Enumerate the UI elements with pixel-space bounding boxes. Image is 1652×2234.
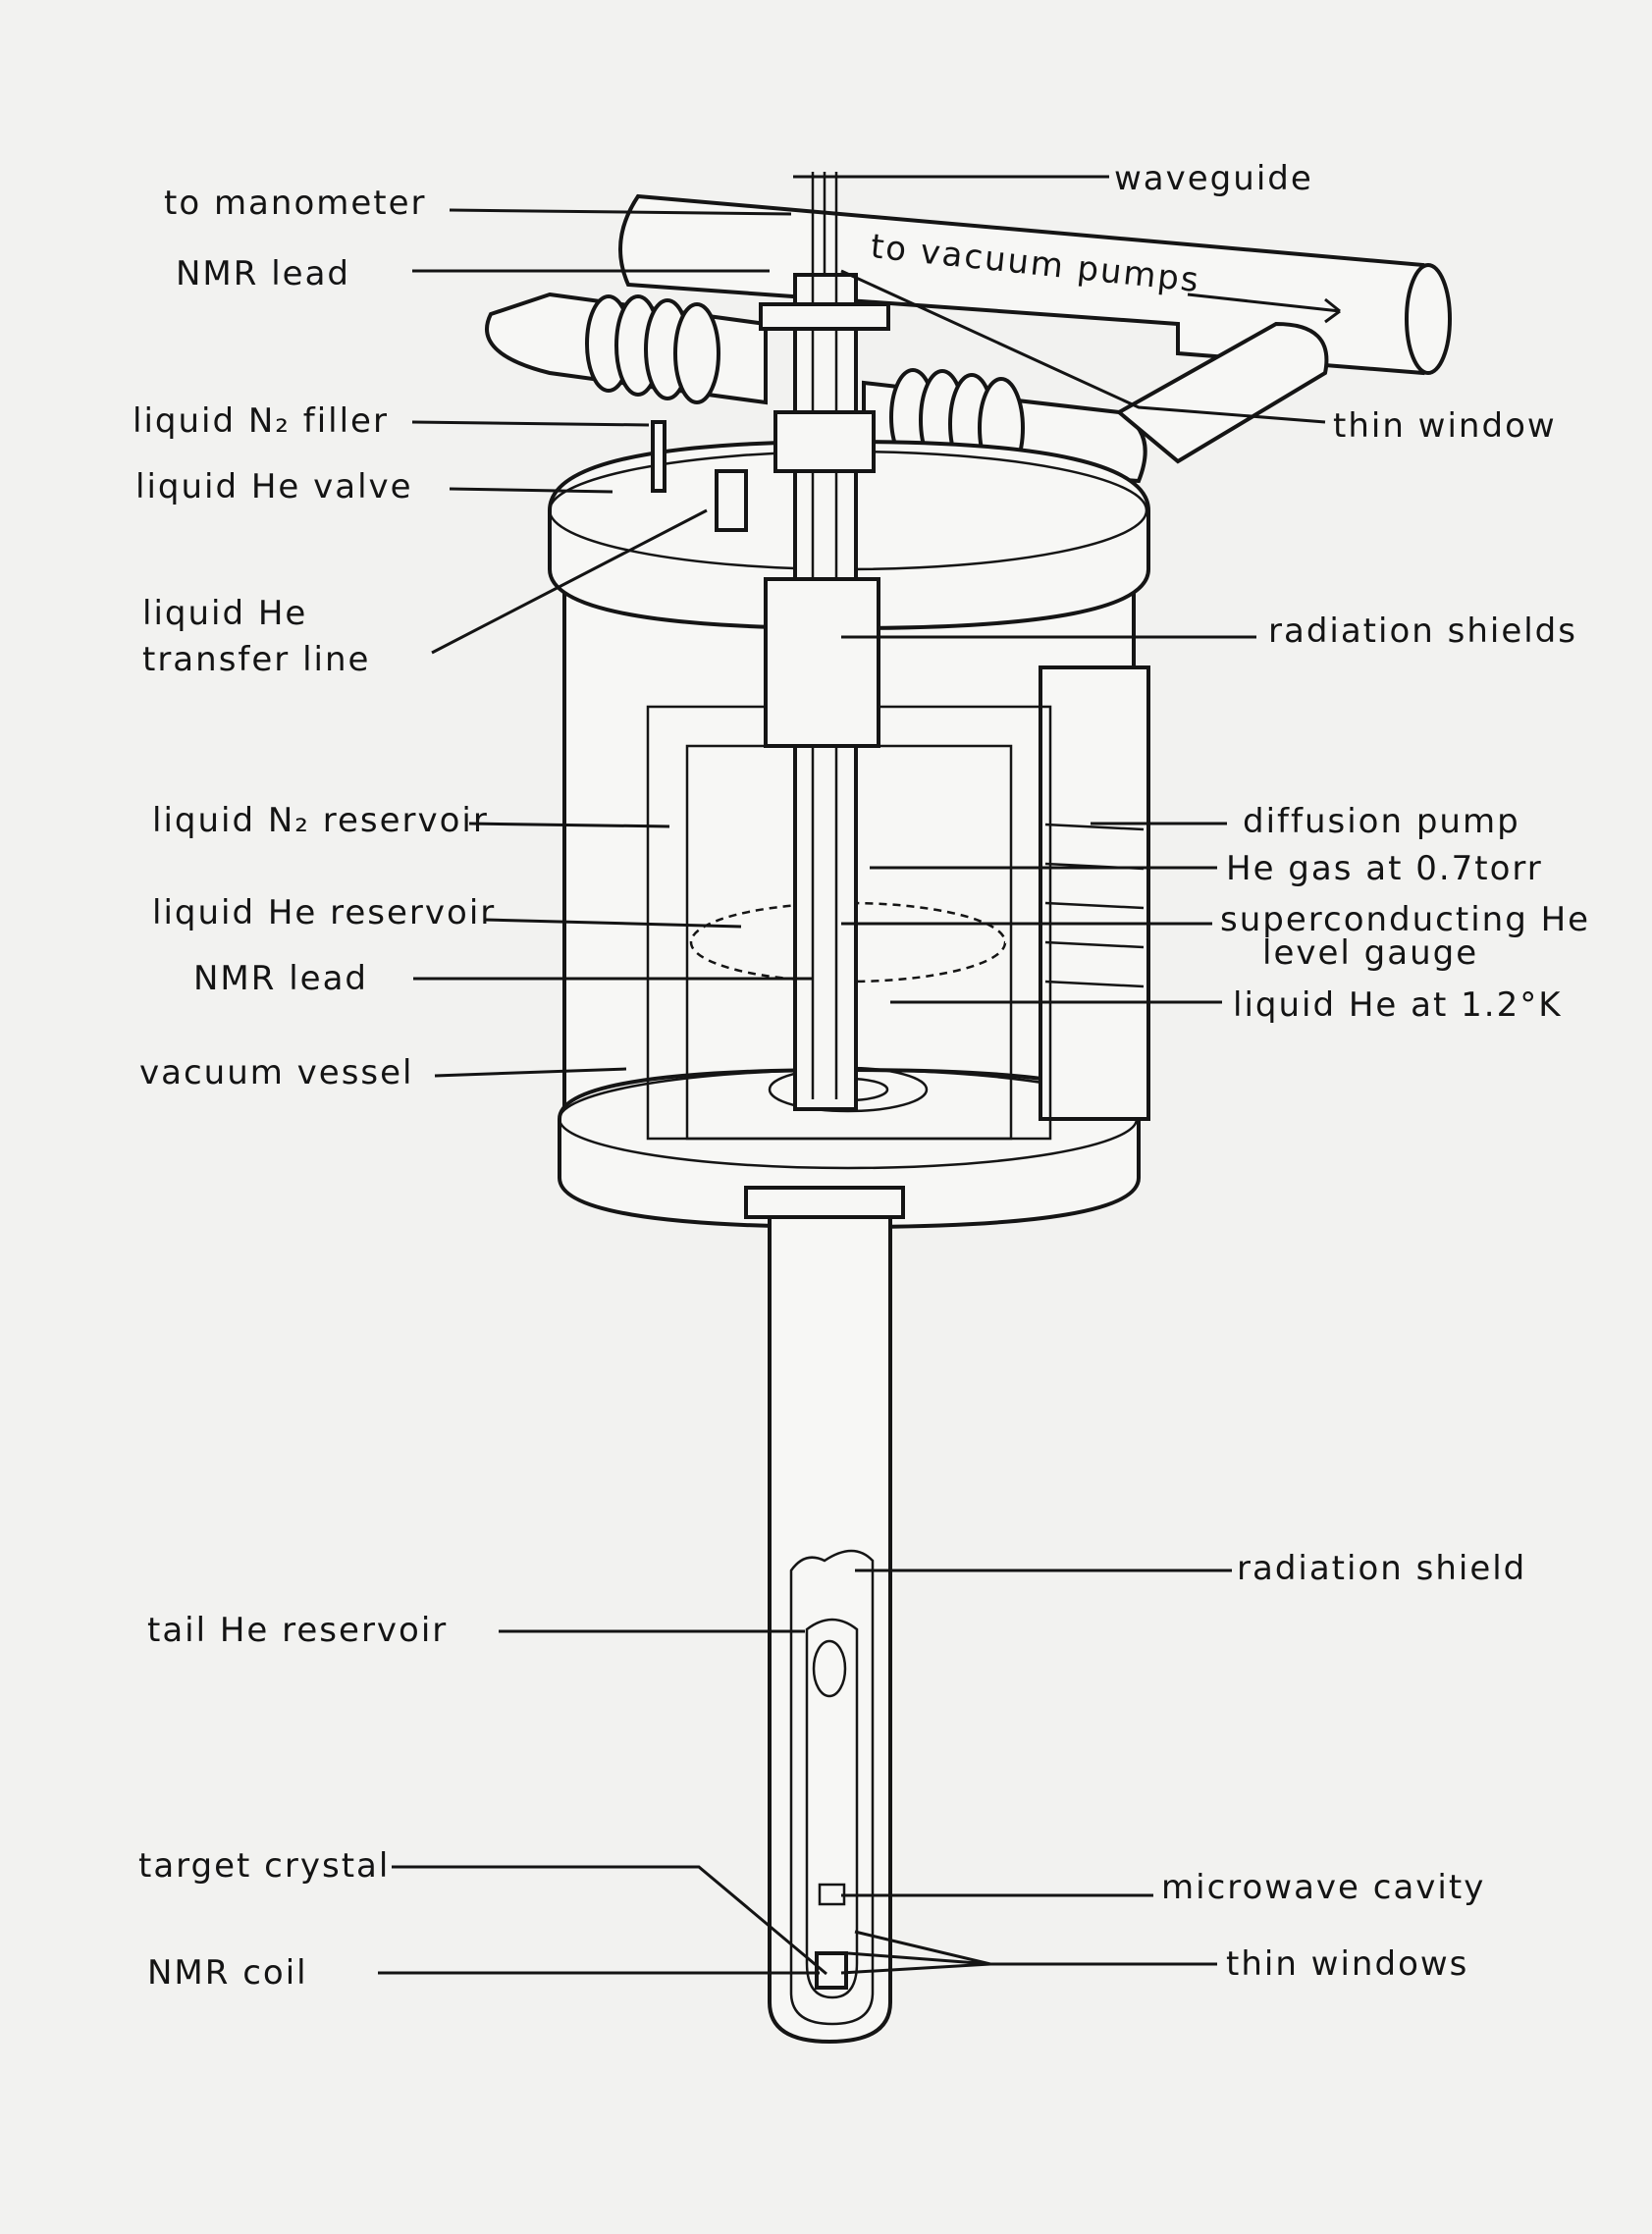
leader-lines [378, 175, 1341, 1976]
label-level-gauge-2: level gauge [1262, 933, 1478, 973]
bottom-flange [558, 1067, 1141, 1230]
label-liquid-he-reservoir: liquid He reservoir [152, 893, 496, 932]
label-diffusion-pump: diffusion pump [1243, 802, 1520, 841]
label-liquid-he-valve: liquid He valve [135, 467, 413, 506]
n2-filler [651, 420, 666, 493]
nmr-coil-shape [815, 1951, 848, 1990]
label-radiation-shield: radiation shield [1237, 1549, 1526, 1588]
label-level-gauge-1: superconducting He [1220, 900, 1590, 939]
apparatus-drawing [485, 172, 1452, 2045]
label-to-manometer: to manometer [164, 184, 427, 223]
he-valve [715, 469, 748, 532]
label-nmr-lead-mid: NMR lead [193, 959, 368, 998]
bellows [585, 294, 1025, 479]
label-vacuum-vessel: vacuum vessel [139, 1053, 414, 1092]
label-waveguide: waveguide [1114, 159, 1313, 198]
labels: to manometer waveguide NMR lead to vacuu… [133, 159, 1590, 1993]
label-target-crystal: target crystal [138, 1846, 390, 1886]
label-liquid-n2-reservoir: liquid N₂ reservoir [152, 801, 489, 840]
pipe-elbow [1115, 321, 1329, 464]
label-nmr-coil: NMR coil [147, 1953, 308, 1993]
label-thin-window: thin window [1333, 406, 1557, 446]
tail-radiation-shield [789, 1549, 875, 2026]
label-nmr-lead-top: NMR lead [176, 254, 350, 293]
label-he-gas: He gas at 0.7torr [1226, 849, 1543, 888]
label-liquid-n2-filler: liquid N₂ filler [133, 401, 389, 441]
diffusion-pump [1039, 665, 1150, 1121]
label-transfer-line-2: transfer line [142, 640, 370, 679]
label-liquid-he-temp: liquid He at 1.2°K [1233, 985, 1563, 1025]
label-radiation-shields: radiation shields [1268, 612, 1577, 651]
label-thin-windows: thin windows [1226, 1944, 1468, 1984]
label-tail-he-reservoir: tail He reservoir [147, 1611, 448, 1650]
tail-section [768, 1215, 892, 2045]
label-transfer-line-1: liquid He [142, 594, 307, 633]
pipe-end [1405, 263, 1452, 375]
label-microwave-cavity: microwave cavity [1161, 1868, 1485, 1907]
